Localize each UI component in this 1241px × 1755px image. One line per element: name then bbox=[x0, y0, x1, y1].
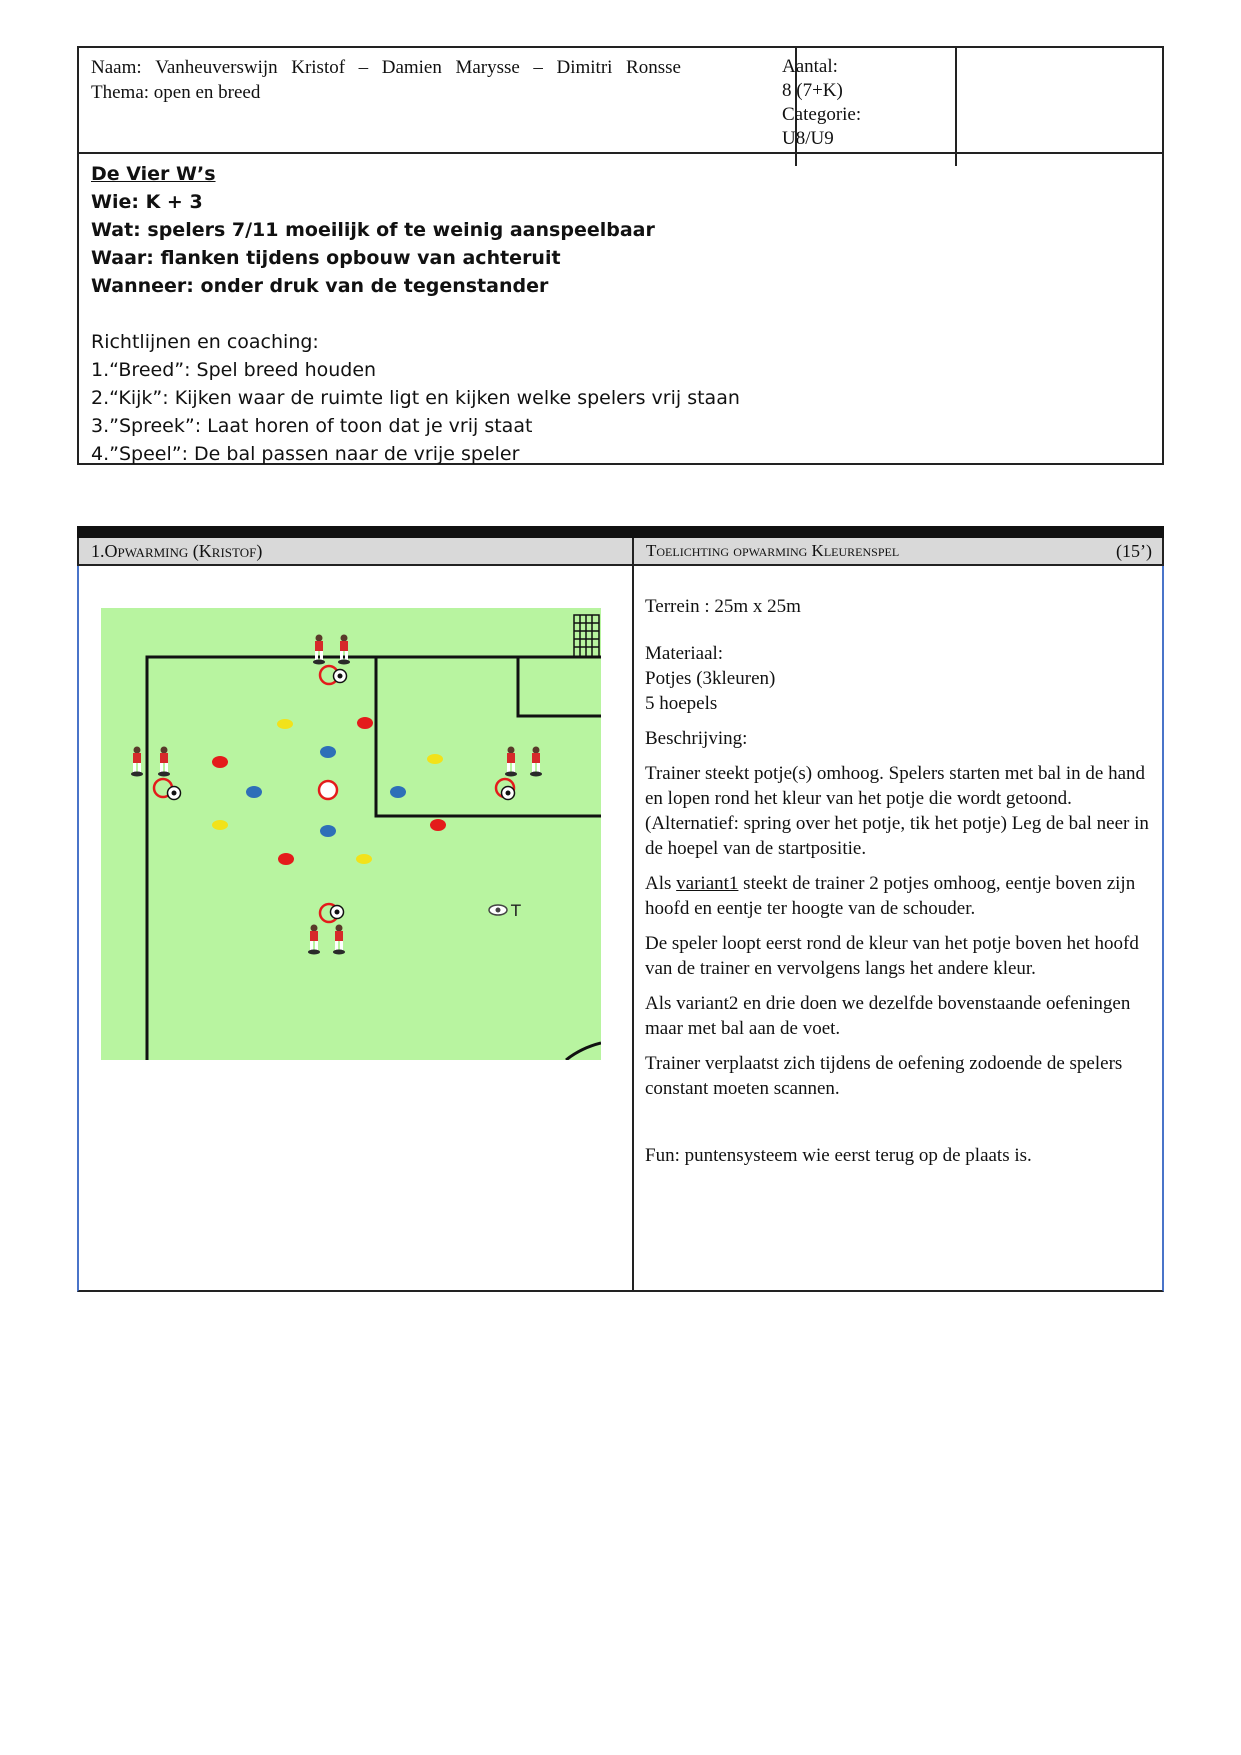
penalty-area-line bbox=[374, 657, 601, 818]
materiaal-label: Materiaal: bbox=[645, 643, 724, 664]
naam-line: Naam: Vanheuverswijn Kristof – Damien Ma… bbox=[91, 55, 681, 80]
blue-cone bbox=[320, 746, 336, 758]
materiaal-item: 5 hoepels bbox=[645, 693, 718, 714]
red-cone bbox=[278, 853, 294, 865]
naam-word: Vanheuverswijn bbox=[155, 57, 278, 78]
coaching-item: 1.“Breed”: Spel breed houden bbox=[91, 359, 377, 381]
red-cone bbox=[357, 717, 373, 729]
trainer-label: T bbox=[510, 901, 521, 920]
warmup-table: 1.Opwarming (Kristof) Toelichting opwarm… bbox=[77, 526, 1164, 1292]
variant1-text: steekt de trainer 2 potjes omhoog, eentj… bbox=[645, 873, 1136, 919]
coaching-title: Richtlijnen en coaching: bbox=[91, 331, 319, 353]
field-lines bbox=[145, 655, 601, 1060]
header-divider bbox=[632, 538, 634, 564]
description-paragraph: Trainer steekt potje(s) omhoog. Spelers … bbox=[645, 763, 1149, 859]
variant1-prefix: Als bbox=[645, 873, 677, 894]
variant1-term: variant1 bbox=[676, 873, 739, 894]
blue-cone bbox=[390, 786, 406, 798]
cones bbox=[212, 717, 446, 865]
warmup-body: T Terrein : 25m x 25m Materiaal: Potjes … bbox=[77, 566, 1164, 1292]
blue-cone bbox=[246, 786, 262, 798]
description-paragraph: Als variant2 en drie doen we dezelfde bo… bbox=[645, 993, 1131, 1039]
ball-icon bbox=[166, 785, 182, 801]
waar-line: Waar: flanken tijdens opbouw van achteru… bbox=[91, 247, 561, 269]
players bbox=[131, 634, 542, 955]
warmup-header-row: 1.Opwarming (Kristof) Toelichting opwarm… bbox=[77, 538, 1164, 566]
count-cell: Aantal: 8 (7+K) Categorie: U8/U9 bbox=[771, 48, 957, 166]
warmup-right-header: Toelichting opwarming Kleurenspel bbox=[646, 541, 900, 560]
naam-word: – bbox=[358, 57, 369, 78]
naam-word: Dimitri bbox=[556, 57, 613, 78]
player-icon bbox=[505, 746, 517, 777]
pitch-background bbox=[101, 608, 601, 1060]
body-divider bbox=[632, 566, 634, 1290]
ball-icon bbox=[329, 904, 345, 920]
goal-net-icon bbox=[573, 614, 600, 658]
fun-line: Fun: puntensysteem wie eerst terug op de… bbox=[645, 1145, 1032, 1166]
naam-word: Kristof bbox=[291, 57, 346, 78]
ball-icon bbox=[500, 785, 516, 801]
naam-word: Damien bbox=[381, 57, 442, 78]
aantal-value: 8 (7+K) bbox=[782, 80, 843, 101]
categorie-value: U8/U9 bbox=[782, 128, 834, 149]
naam-word: Ronsse bbox=[626, 57, 681, 78]
wat-line: Wat: spelers 7/11 moeilijk of te weinig … bbox=[91, 219, 655, 241]
warmup-explanation: Terrein : 25m x 25m Materiaal: Potjes (3… bbox=[645, 594, 1157, 1178]
goal-area-line bbox=[516, 657, 601, 718]
table-top-bar bbox=[77, 526, 1164, 538]
ball-icon bbox=[332, 668, 348, 684]
drill-diagram: T bbox=[101, 608, 601, 1060]
warmup-left-header: 1.Opwarming (Kristof) bbox=[91, 541, 263, 561]
vier-ws-block: De Vier W’s Wie: K + 3 Wat: spelers 7/11… bbox=[91, 160, 1150, 468]
terrein-line: Terrein : 25m x 25m bbox=[645, 596, 801, 617]
empty-cell bbox=[933, 48, 1162, 152]
name-cell: Naam: Vanheuverswijn Kristof – Damien Ma… bbox=[79, 48, 797, 166]
materiaal-item: Potjes (3kleuren) bbox=[645, 668, 776, 689]
player-icon bbox=[333, 924, 345, 955]
description-paragraph: Trainer verplaatst zich tijdens de oefen… bbox=[645, 1053, 1123, 1099]
yellow-cone bbox=[277, 719, 293, 729]
warmup-duration: (15’) bbox=[1116, 541, 1152, 561]
player-icon bbox=[308, 924, 320, 955]
red-cone bbox=[212, 756, 228, 768]
red-cone bbox=[430, 819, 446, 831]
player-icon bbox=[158, 746, 170, 777]
wie-line: Wie: K + 3 bbox=[91, 191, 203, 213]
yellow-cone bbox=[356, 854, 372, 864]
center-hoop bbox=[317, 779, 339, 801]
trainer-marker: T bbox=[488, 901, 521, 920]
naam-word: Marysse bbox=[455, 57, 520, 78]
coaching-item: 2.“Kijk”: Kijken waar de ruimte ligt en … bbox=[91, 387, 740, 409]
player-icon bbox=[530, 746, 542, 777]
player-icon bbox=[131, 746, 143, 777]
categorie-label: Categorie: bbox=[782, 104, 862, 125]
eye-icon bbox=[488, 904, 508, 916]
info-row: Naam: Vanheuverswijn Kristof – Damien Ma… bbox=[79, 48, 1162, 166]
thema-line: Thema: open en breed bbox=[91, 82, 261, 103]
yellow-cone bbox=[212, 820, 228, 830]
naam-word: – bbox=[533, 57, 543, 78]
variant1-paragraph: Als variant1 steekt de trainer 2 potjes … bbox=[645, 871, 1157, 921]
center-arc-line bbox=[565, 1041, 601, 1060]
naam-label: Naam: bbox=[91, 57, 142, 78]
player-icon bbox=[313, 634, 325, 665]
outer-boundary-line bbox=[145, 655, 601, 1060]
coaching-item: 3.”Spreek”: Laat horen of toon dat je vr… bbox=[91, 415, 533, 437]
aantal-label: Aantal: bbox=[782, 56, 838, 77]
wanneer-line: Wanneer: onder druk van de tegenstander bbox=[91, 275, 549, 297]
coaching-item: 4.”Speel”: De bal passen naar de vrije s… bbox=[91, 443, 520, 465]
balls bbox=[166, 668, 516, 920]
beschrijving-label: Beschrijving: bbox=[645, 728, 748, 749]
yellow-cone bbox=[427, 754, 443, 764]
player-icon bbox=[338, 634, 350, 665]
description-paragraph: De speler loopt eerst rond de kleur van … bbox=[645, 933, 1139, 979]
blue-cone bbox=[320, 825, 336, 837]
info-table: Naam: Vanheuverswijn Kristof – Damien Ma… bbox=[77, 46, 1164, 465]
vier-ws-title: De Vier W’s bbox=[91, 163, 216, 185]
